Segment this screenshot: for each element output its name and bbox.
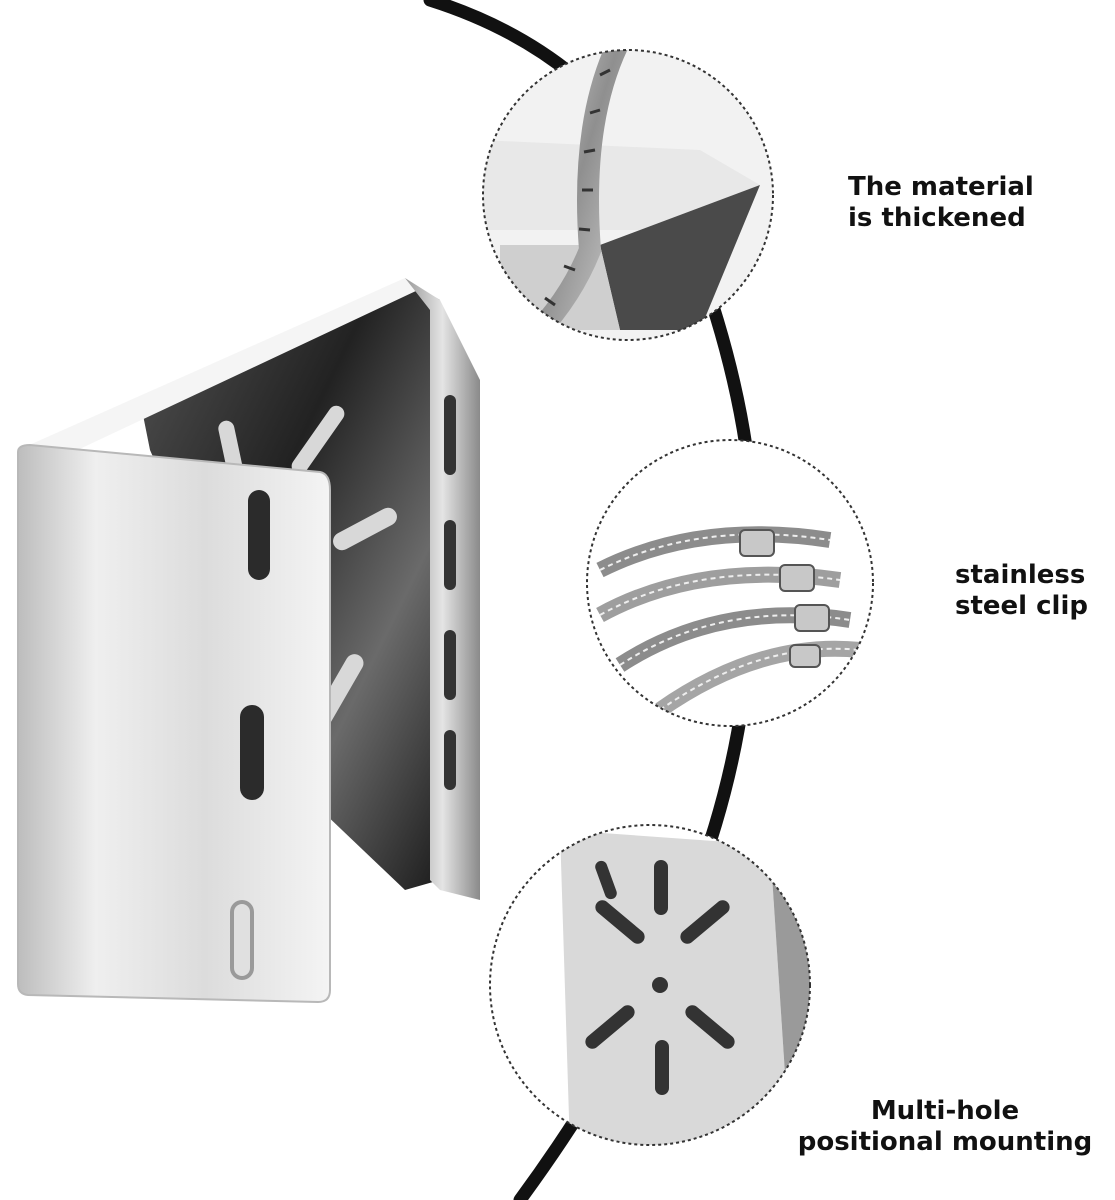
detail-circle-thickened [482,49,774,341]
label-line: positional mounting [797,1127,1093,1157]
label-stainless-steel-clip: stainless steel clip [955,560,1088,622]
label-line: The material [848,172,1034,202]
label-multi-hole-mounting: Multi-hole positional mounting [775,1096,1115,1158]
label-line: steel clip [955,591,1088,621]
label-material-thickened: The material is thickened [848,172,1034,234]
label-line: stainless [955,560,1086,590]
bracket-product [17,278,480,1004]
label-line: Multi-hole [870,1096,1020,1126]
label-line: is thickened [848,203,1026,233]
detail-circle-clip [586,439,874,727]
